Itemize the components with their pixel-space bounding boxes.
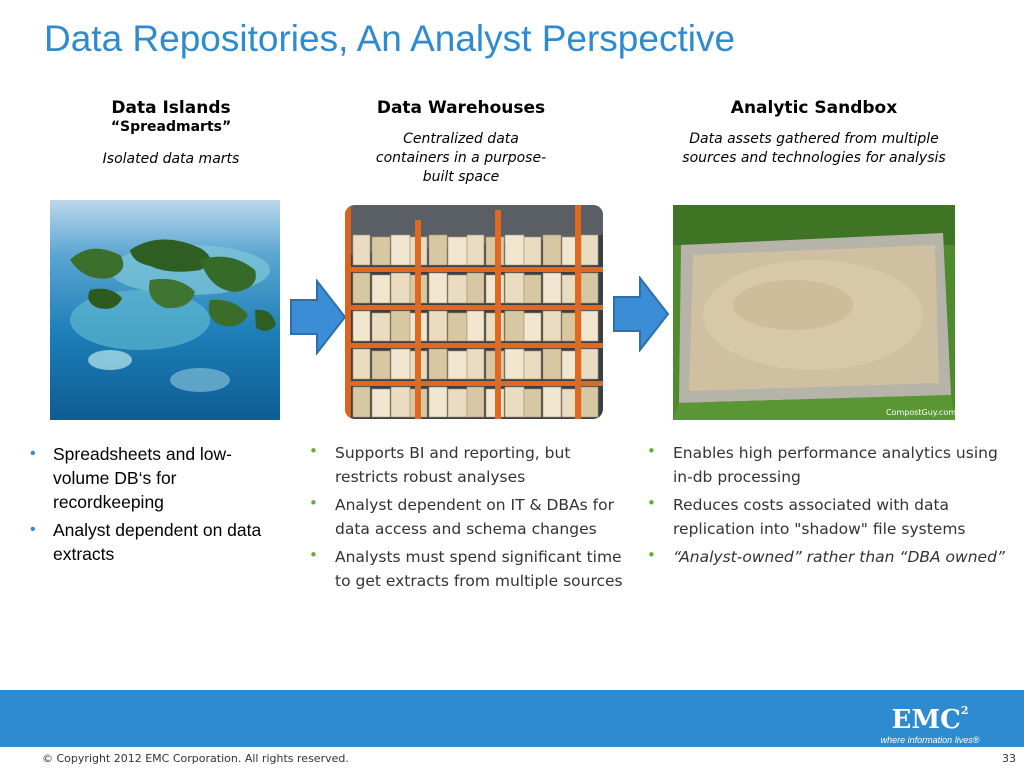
footer-bar: EMC2 where information lives® <box>0 690 1024 747</box>
column-heading: Data Warehouses <box>376 98 546 118</box>
logo-wordmark: EMC <box>891 705 961 735</box>
bullet-dot-icon: • <box>647 494 656 512</box>
sandbox-photo: CompostGuy.com <box>673 205 955 420</box>
bullet-list-data-warehouses: •Supports BI and reporting, but restrict… <box>307 441 637 597</box>
column-description: Data assets gathered from multiple sourc… <box>682 131 946 166</box>
column-heading: Analytic Sandbox <box>730 98 898 118</box>
column-header-data-islands: Data Islands “Spreadmarts” Isolated data… <box>60 98 282 169</box>
column-description: Centralized data containers in a purpose… <box>375 131 547 185</box>
column-header-analytic-sandbox: Analytic Sandbox Data assets gathered fr… <box>668 98 960 168</box>
list-item: •Reduces costs associated with data repl… <box>645 493 1005 541</box>
page-number: 33 <box>1002 752 1016 765</box>
right-arrow-icon <box>289 278 347 359</box>
column-heading: Data Islands <box>111 98 231 118</box>
warehouse-photo <box>345 205 603 419</box>
column-description: Isolated data marts <box>102 151 240 167</box>
bullet-list-data-islands: •Spreadsheets and low-volume DB‘s for re… <box>28 442 268 570</box>
bullet-dot-icon: • <box>309 494 318 512</box>
list-item: •Analysts must spend significant time to… <box>307 545 637 593</box>
emc-logo: EMC2 where information lives® <box>880 696 980 745</box>
list-item: •“Analyst-owned” rather than “DBA owned” <box>645 545 1005 569</box>
list-item: •Analyst dependent on IT & DBAs for data… <box>307 493 637 541</box>
column-header-data-warehouses: Data Warehouses Centralized data contain… <box>355 98 567 187</box>
list-item: •Enables high performance analytics usin… <box>645 441 1005 489</box>
bullet-dot-icon: • <box>647 546 656 564</box>
bullet-dot-icon: • <box>309 442 318 460</box>
list-item: •Spreadsheets and low-volume DB‘s for re… <box>30 444 232 512</box>
bullet-dot-icon: • <box>30 521 36 538</box>
column-subheading: “Spreadmarts” <box>110 119 232 135</box>
bullet-dot-icon: • <box>647 442 656 460</box>
sandbox-watermark: CompostGuy.com <box>886 408 955 417</box>
right-arrow-icon <box>612 275 670 356</box>
logo-tagline: where information lives <box>880 735 973 745</box>
bullet-dot-icon: • <box>309 546 318 564</box>
logo-registered-mark: ® <box>972 735 980 745</box>
bullet-list-analytic-sandbox: •Enables high performance analytics usin… <box>645 441 1005 573</box>
logo-superscript: 2 <box>960 704 969 717</box>
list-item: •Analyst dependent on data extracts <box>30 520 262 564</box>
islands-photo <box>50 200 280 420</box>
slide-title: Data Repositories, An Analyst Perspectiv… <box>44 18 736 59</box>
list-item: •Supports BI and reporting, but restrict… <box>307 441 637 489</box>
copyright-text: © Copyright 2012 EMC Corporation. All ri… <box>42 752 349 765</box>
bullet-dot-icon: • <box>30 445 36 462</box>
